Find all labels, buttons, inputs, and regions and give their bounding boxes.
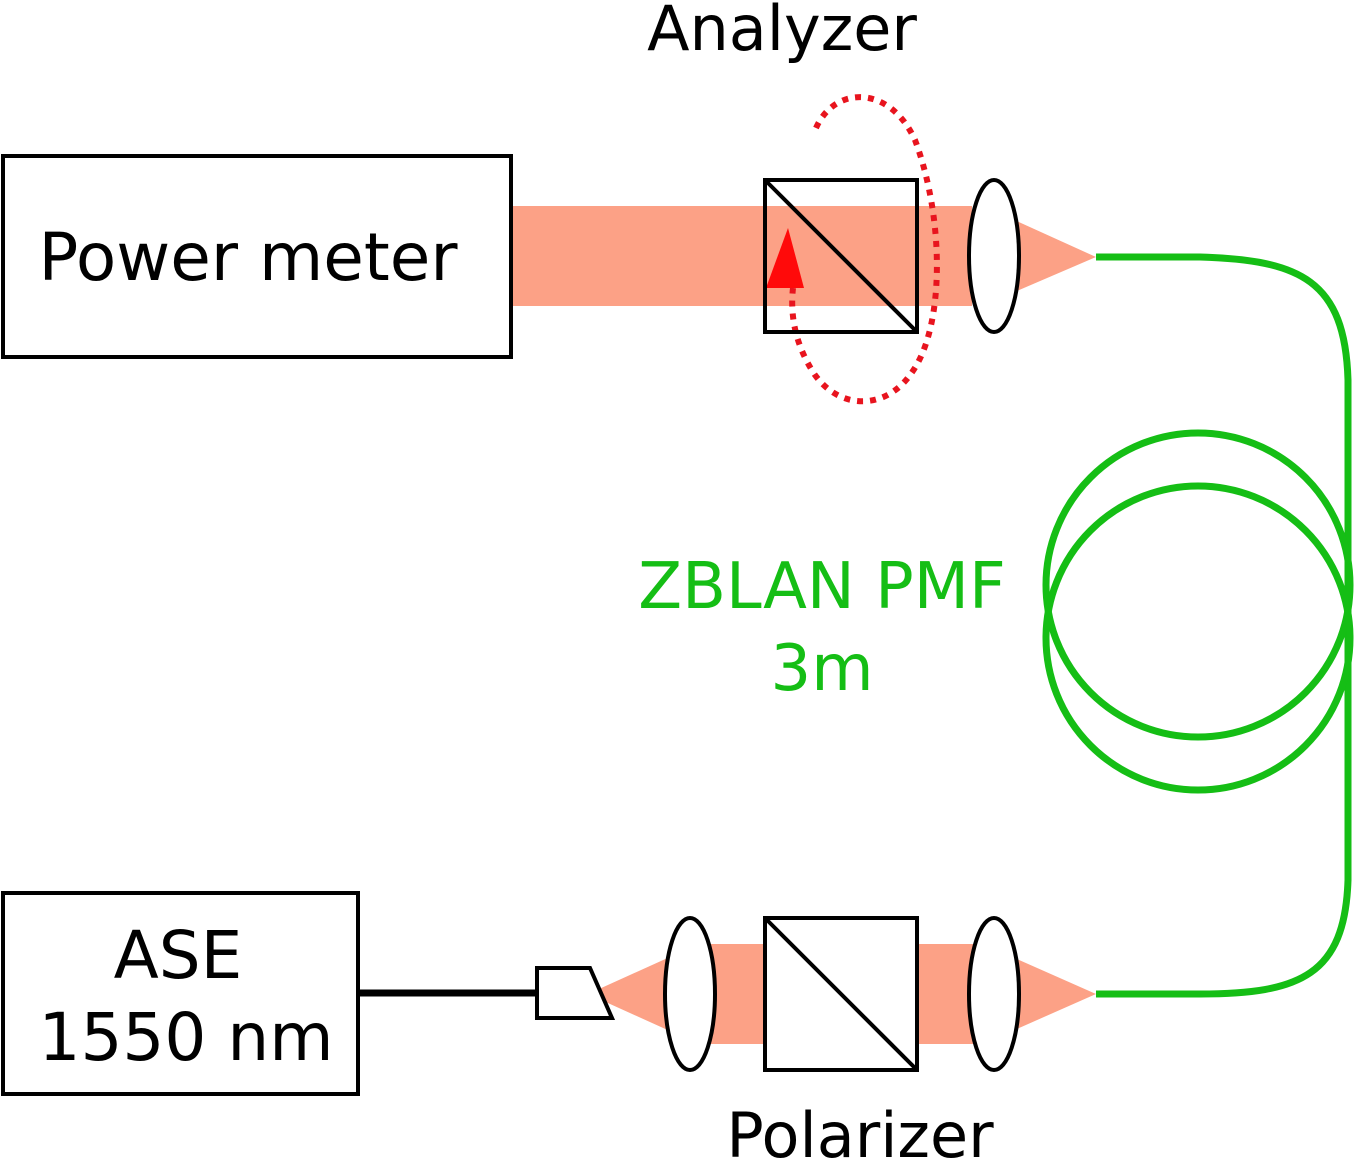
rotation-arrowhead-icon [766,228,804,288]
analyzer-diagonal [763,178,919,334]
bottom-right-lens-icon [967,916,1021,1072]
analyzer-cube [763,178,919,334]
power-meter-box [1,154,513,359]
source-line1-label: ASE [114,917,243,994]
ase-source-box [1,891,360,1096]
analyzer-label: Analyzer [647,0,917,65]
top-lens-icon [967,178,1021,334]
bottom-beam-cone-left [588,956,672,1032]
top-beam [512,206,972,306]
source-line2-label: 1550 nm [38,999,333,1076]
bottom-beam-cone-right [1010,956,1096,1032]
power-meter-label: Power meter [38,219,458,296]
bottom-left-lens-icon [663,916,717,1072]
rotation-arrow-icon [789,94,940,405]
fiber-length-label: 3m [770,632,873,706]
fiber-coil [1042,253,1354,998]
top-beam-cone [1010,218,1096,294]
fiber-connector-icon [535,966,616,1020]
polarizer-diagonal [763,916,919,1072]
polarizer-label: Polarizer [726,1099,994,1163]
fiber-name-label: ZBLAN PMF [638,550,1006,624]
